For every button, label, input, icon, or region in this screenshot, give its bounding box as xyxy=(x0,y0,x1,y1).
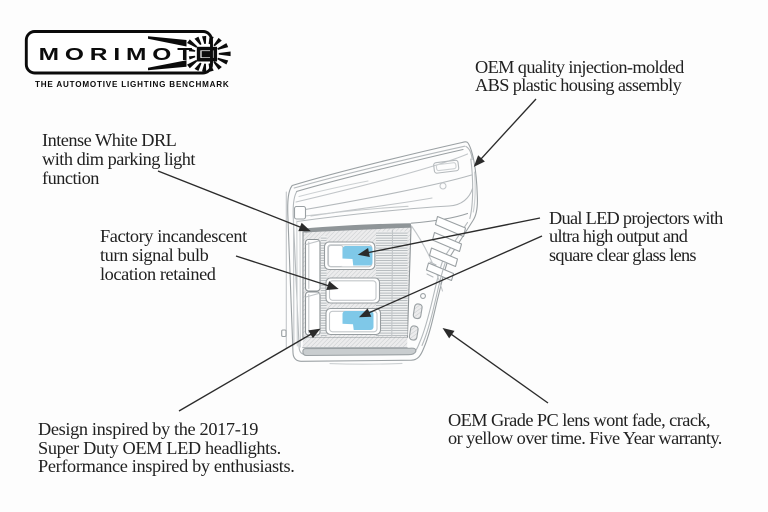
svg-text:MORIMOT: MORIMOT xyxy=(39,44,198,64)
svg-text:THE AUTOMOTIVE LIGHTING BENCHM: THE AUTOMOTIVE LIGHTING BENCHMARK xyxy=(35,80,230,89)
